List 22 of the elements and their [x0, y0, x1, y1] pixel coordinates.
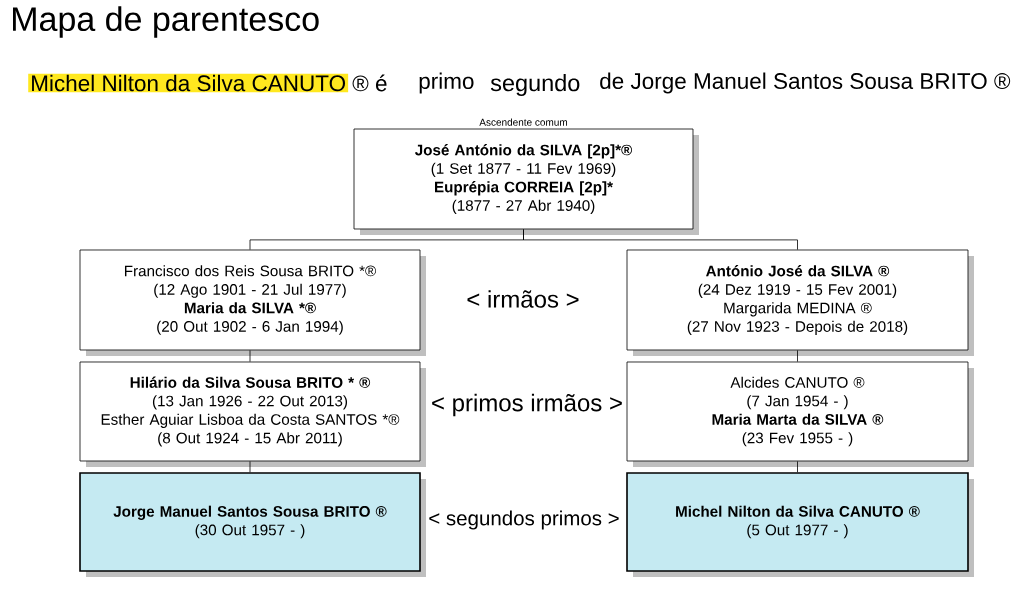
person-box: Hilário da Silva Sousa BRITO * ® (13 Jan 1926 - 22 Out 2013) Esther Aguiar Lisboa da Costa SANTOS *® (8 Out 1924 - 15 Abr 2011): [79, 361, 426, 467]
sentence-text: primo: [419, 72, 474, 94]
sentence-text: ® é: [352, 74, 387, 92]
person-box: António José da SILVA ® (24 Dez 1919 - 15 Fev 2001) Margarida MEDINA ® (27 Nov 1923 - Depois de 2018): [626, 249, 974, 356]
person-box: Alcides CANUTO ® (7 Jan 1954 - ) Maria Marta da SILVA ® (23 Fev 1955 - ): [626, 361, 974, 467]
sentence-text: segundo: [490, 74, 580, 96]
person-box: Jorge Manuel Santos Sousa BRITO ® (30 Out 1957 - ): [79, 472, 426, 577]
highlighted-text: Michel Nilton da Silva CANUTO: [28, 73, 349, 93]
connector-line: [797, 461, 798, 473]
connector-line: [249, 461, 251, 473]
connector-line: [797, 350, 798, 362]
person-box: Francisco dos Reis Sousa BRITO *® (12 Ago 1901 - 21 Jul 1977) Maria da SILVA *® (20 Out 1902 - 6 Jan 1994): [79, 249, 426, 356]
connector-line: [523, 229, 798, 250]
relation-label: < primos irmãos >: [432, 393, 622, 417]
relation-label: < segundos primos >: [429, 510, 619, 530]
connector-line: [249, 350, 251, 362]
person-box: Michel Nilton da Silva CANUTO ® (5 Out 1977 - ): [626, 472, 974, 577]
title: Mapa de parentesco: [13, 6, 319, 38]
sentence-text: de Jorge Manuel Santos Sousa BRITO ®: [600, 72, 1011, 94]
person-box: José António da SILVA [2p]*® (1 Set 1877 - 11 Fev 1969) Euprépia CORREIA [2p]* (1877 - 27 Abr 1940): [353, 128, 699, 235]
box-caption: Ascendente comum: [479, 118, 567, 126]
relation-label: < irmãos >: [467, 290, 579, 308]
